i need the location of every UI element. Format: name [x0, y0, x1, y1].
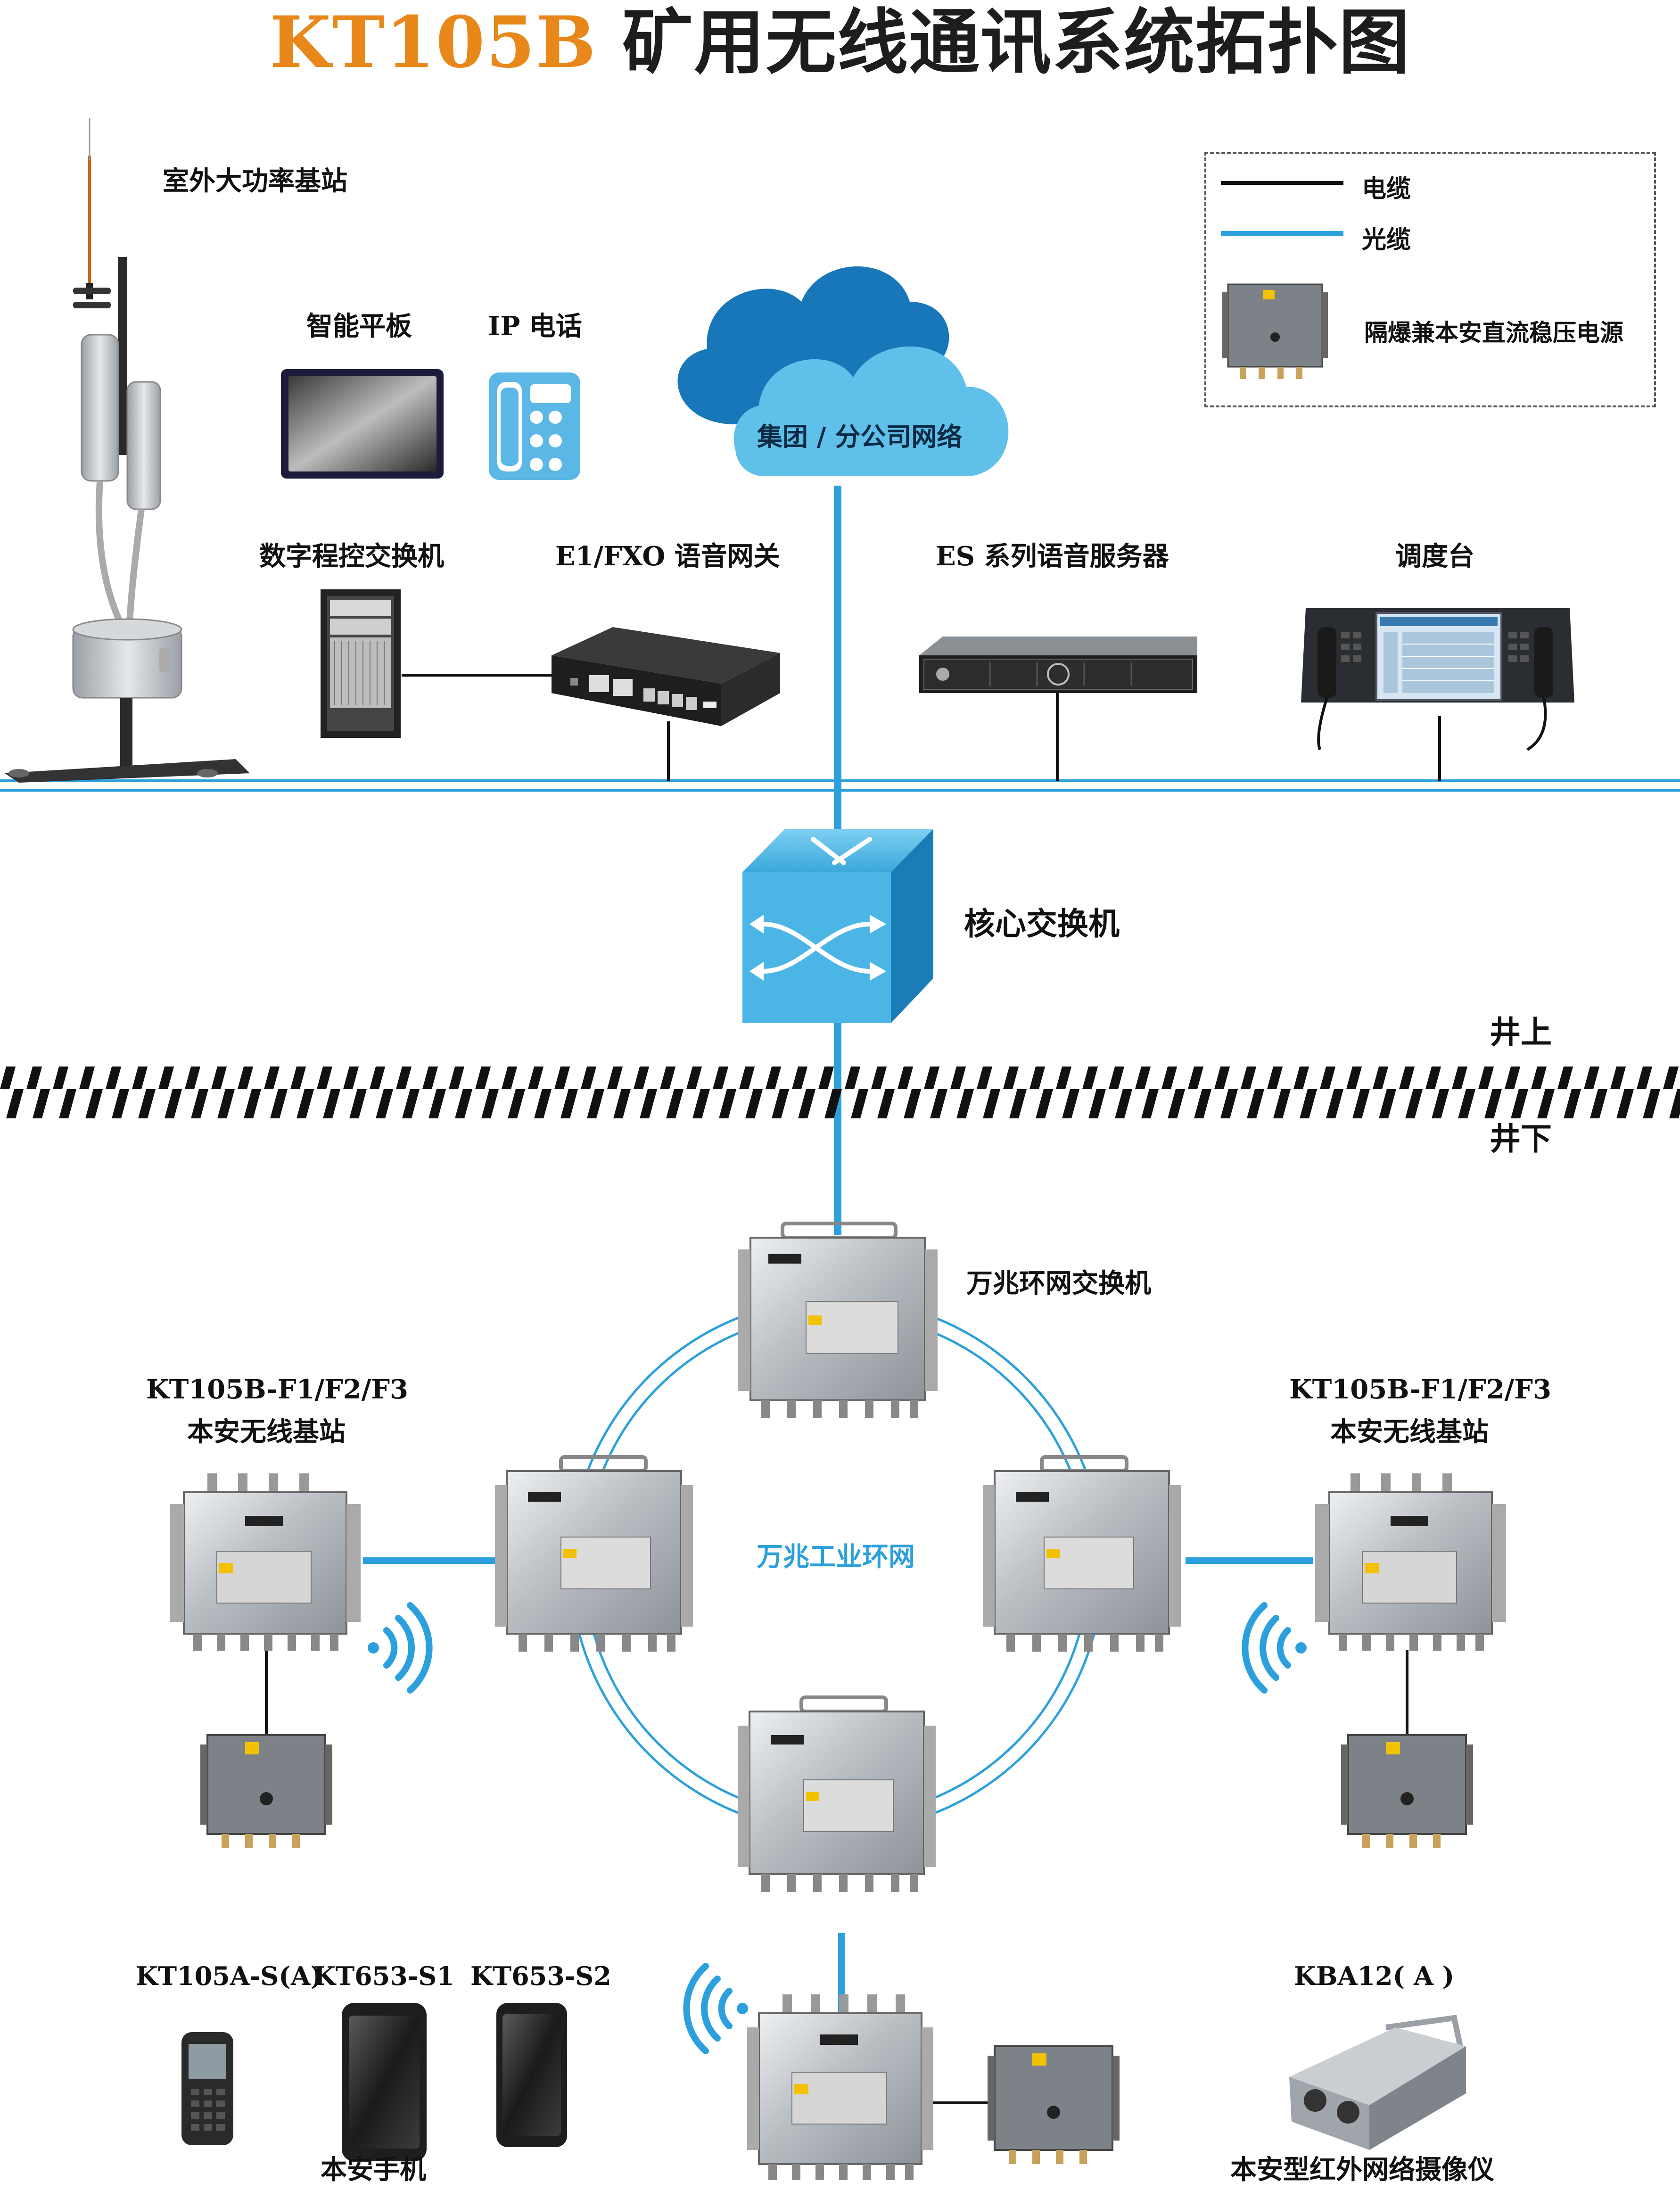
handset-kt653-s2: [496, 2003, 567, 2147]
tablet-label: 智能平板: [306, 311, 412, 342]
title-model: KT105B: [269, 1, 597, 84]
power-supply-right: [1341, 1734, 1473, 1848]
power-supply-bottom: [988, 2045, 1120, 2164]
ip-phone-label: IP 电话: [488, 311, 582, 342]
bs-right-name: 本安无线基站: [1330, 1416, 1489, 1447]
bs-left-name: 本安无线基站: [187, 1416, 346, 1447]
camera-model-label: KBA12( A ): [1294, 1961, 1455, 1991]
pbx-label: 数字程控交换机: [259, 541, 444, 572]
phones-caption: 本安手机: [321, 2154, 426, 2185]
gateway-label: E1/FXO 语音网关: [555, 541, 780, 572]
legend-power-label: 隔爆兼本安直流稳压电源: [1364, 319, 1623, 347]
camera-caption: 本安型红外网络摄像仪: [1230, 2154, 1494, 2185]
dispatch-console-device: [1301, 608, 1574, 751]
ring-switch-bottom: [738, 1695, 936, 1892]
power-supply-left: [200, 1734, 332, 1848]
ring-switch-right: [983, 1455, 1181, 1652]
core-switch-icon: [742, 829, 933, 1023]
title-main: 矿用无线通讯系统拓扑图: [596, 1, 1411, 84]
core-switch-label: 核心交换机: [964, 905, 1120, 942]
ip-phone-icon: [489, 372, 580, 480]
title-bar: KT105B 矿用无线通讯系统拓扑图: [0, 0, 1680, 90]
voice-server-device: [919, 637, 1197, 693]
base-station-bottom: [747, 1994, 933, 2180]
outdoor-base-station: [5, 118, 250, 783]
handset-kt105a: [181, 2032, 233, 2145]
tablet-device: [281, 369, 444, 479]
ring-switch-left: [495, 1455, 693, 1652]
phone3-label: KT653-S2: [470, 1961, 611, 1991]
page-title: KT105B 矿用无线通讯系统拓扑图: [270, 1, 1410, 84]
ring-network-label: 万兆工业环网: [757, 1541, 915, 1572]
phone1-label: KT105A-S(A): [136, 1961, 323, 1991]
voice-gateway-device: [552, 627, 780, 726]
wifi-signal-icon-bottom: [683, 1963, 748, 2054]
bs-right-model: KT105B-F1/F2/F3: [1289, 1374, 1551, 1405]
legend-fiber-label: 光缆: [1362, 225, 1411, 254]
ring-switch-label: 万兆环网交换机: [966, 1268, 1151, 1299]
above-ground-label: 井上: [1490, 1014, 1552, 1050]
wifi-signal-icon-left: [368, 1602, 433, 1694]
console-label: 调度台: [1395, 541, 1474, 572]
outdoor-station-label: 室外大功率基站: [163, 165, 347, 197]
phone2-label: KT653-S1: [313, 1961, 454, 1991]
infrared-camera-device: [1289, 2015, 1466, 2150]
bs-left-model: KT105B-F1/F2/F3: [146, 1374, 408, 1405]
base-station-right: [1315, 1473, 1506, 1651]
cloud-label: 集团 / 分公司网络: [757, 422, 963, 452]
handset-kt653-s1: [342, 2003, 427, 2161]
cloud-network-icon: [677, 266, 1009, 476]
wifi-signal-icon-right: [1242, 1602, 1307, 1694]
pbx-cabinet: [321, 589, 401, 738]
base-station-left: [170, 1473, 361, 1651]
ring-switch-top: [738, 1222, 938, 1418]
ground-boundary: [0, 1067, 1680, 1118]
below-ground-label: 井下: [1490, 1120, 1552, 1157]
voice-server-label: ES 系列语音服务器: [936, 541, 1169, 572]
legend-cable-label: 电缆: [1362, 174, 1411, 203]
legend-power-supply-icon: [1222, 283, 1328, 379]
legend-box: 电缆 光缆 隔爆兼本安直流稳压电源: [1204, 152, 1656, 407]
